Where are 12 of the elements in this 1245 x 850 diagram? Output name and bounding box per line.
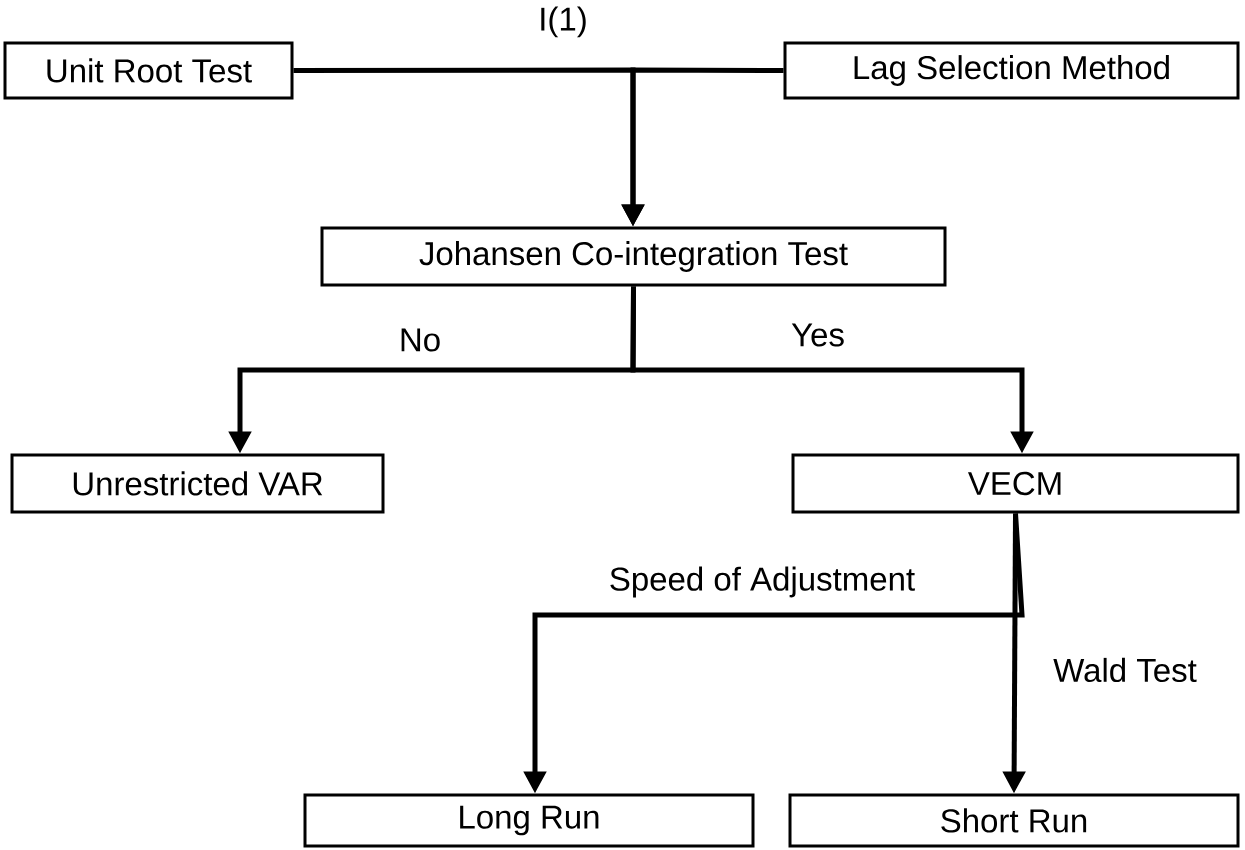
process-box: Lag Selection Method	[783, 41, 1240, 100]
edge-label: No	[397, 327, 443, 353]
edge-label: Yes	[790, 322, 846, 348]
process-box: Johansen Co-integration Test	[320, 226, 947, 287]
process-box: Short Run	[788, 793, 1240, 848]
process-box: Unrestricted VAR	[10, 453, 385, 514]
edge-label: Speed of Adjustment	[607, 565, 917, 599]
process-box: Long Run	[303, 793, 755, 848]
process-box: VECM	[791, 453, 1240, 514]
process-box: Unit Root Test	[3, 41, 294, 100]
edge-label: I(1)	[537, 5, 589, 39]
edge-label: Wald Test	[1052, 656, 1198, 684]
